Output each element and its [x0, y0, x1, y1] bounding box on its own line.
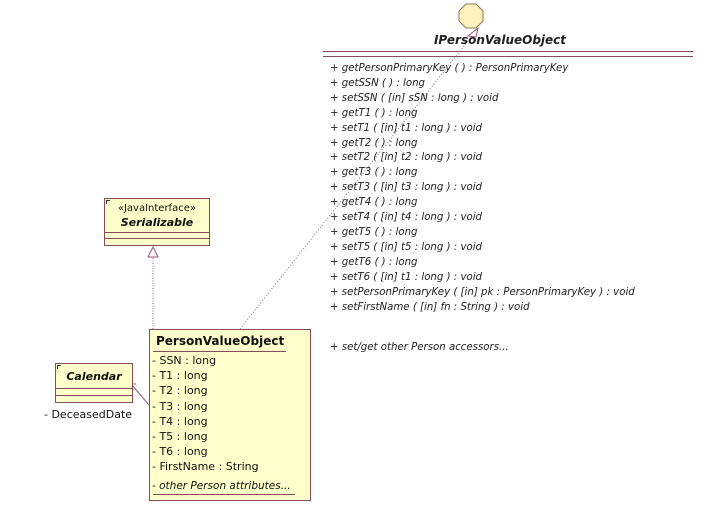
more-attributes-note: - other Person attributes... — [152, 480, 291, 492]
realization-line — [239, 35, 473, 330]
compartment-divider — [56, 395, 132, 396]
corner-marker-icon — [57, 365, 61, 369]
compartment-divider — [105, 232, 209, 233]
attribute: - T1 : long — [152, 369, 208, 383]
association-role-label: - DeceasedDate — [44, 408, 133, 421]
interface-lollipop-icon — [458, 3, 484, 29]
attribute: - T5 : long — [152, 430, 208, 444]
operation: + getT6 ( ) : long — [330, 256, 418, 268]
operation: + setT3 ( [in] t3 : long ) : void — [330, 182, 483, 194]
operation: + setT6 ( [in] t1 : long ) : void — [330, 271, 483, 283]
serializable-class-box[interactable]: «JavaInterface» Serializable — [104, 198, 210, 246]
operation: + getT1 ( ) : long — [330, 107, 418, 119]
serializable-name: Serializable — [120, 216, 194, 229]
attribute: - FirstName : String — [152, 460, 259, 474]
operation: + setSSN ( [in] sSN : long ) : void — [330, 92, 499, 104]
interface-divider-bottom — [323, 56, 693, 57]
operation: + getT5 ( ) : long — [330, 226, 418, 238]
generalization-arrowhead — [147, 245, 159, 258]
realization-arrowhead — [466, 26, 479, 38]
operation: + setFirstName ( [in] fn : String ) : vo… — [330, 301, 530, 313]
operation: + setT5 ( [in] t5 : long ) : void — [330, 241, 483, 253]
operation: + getPersonPrimaryKey ( ) : PersonPrimar… — [330, 63, 569, 74]
operation: + setT4 ( [in] t4 : long ) : void — [330, 212, 483, 224]
compartment-divider — [56, 388, 132, 389]
operation: + setPersonPrimaryKey ( [in] pk : Person… — [330, 286, 635, 298]
calendar-class-box[interactable]: Calendar — [55, 363, 133, 403]
attribute: - T3 : long — [152, 399, 208, 413]
operation: + getSSN ( ) : long — [330, 77, 426, 89]
operation: + getT3 ( ) : long — [330, 167, 418, 179]
attribute-list: - SSN : long - T1 : long - T2 : long - T… — [152, 353, 259, 475]
attribute: - T6 : long — [152, 445, 208, 459]
operation: + setT2 ( [in] t2 : long ) : void — [330, 152, 483, 164]
operation: + getT4 ( ) : long — [330, 197, 418, 209]
interface-name: IPersonValueObject — [433, 33, 567, 47]
compartment-divider — [105, 238, 209, 239]
class-name: PersonValueObject — [156, 334, 285, 348]
attribute: - T2 : long — [152, 384, 208, 398]
operation: + setT1 ( [in] t1 : long ) : void — [330, 122, 483, 134]
operation: + getT2 ( ) : long — [330, 137, 418, 149]
serializable-stereotype: «JavaInterface» — [118, 203, 196, 214]
more-attributes-underline — [153, 494, 295, 495]
corner-marker-icon — [106, 200, 110, 204]
attribute: - T4 : long — [152, 414, 208, 428]
attribute: - SSN : long — [152, 354, 217, 367]
calendar-association-line — [130, 383, 150, 406]
interface-divider-top — [323, 51, 693, 52]
calendar-name: Calendar — [66, 370, 122, 383]
person-value-object-class-box[interactable]: PersonValueObject - SSN : long - T1 : lo… — [149, 329, 311, 501]
interface-operations: + getPersonPrimaryKey ( ) : PersonPrimar… — [330, 62, 635, 315]
name-underline — [153, 351, 286, 352]
more-operations-note: + set/get other Person accessors... — [330, 342, 509, 353]
